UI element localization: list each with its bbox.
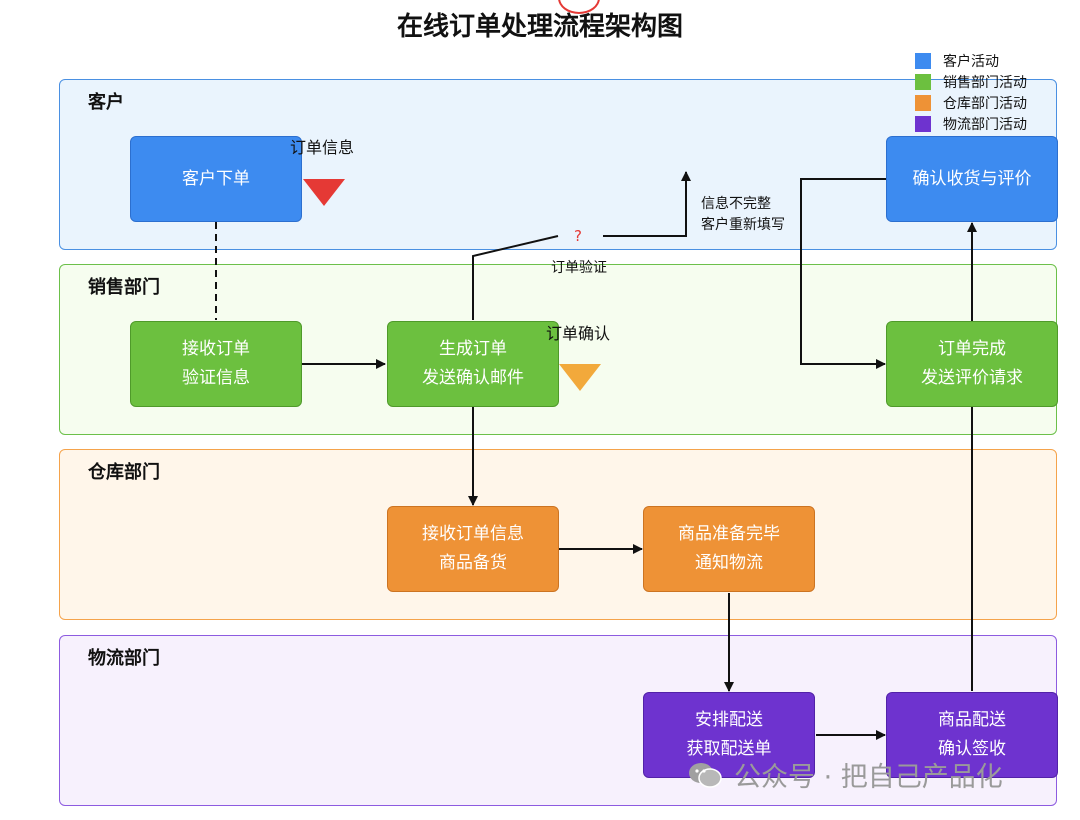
legend-label-sales: 销售部门活动 [943,74,1027,91]
legend-swatch-sales [915,73,931,90]
node-deliver-goods: 商品配送 确认签收 [886,692,1058,778]
node-receive-order-line1: 接收订单 [182,339,250,359]
node-order-complete: 订单完成 发送评价请求 [886,321,1058,407]
wechat-icon [689,762,722,788]
lane-label-customer: 客户 [88,92,124,113]
node-arrange-delivery: 安排配送 获取配送单 [643,692,815,778]
node-goods-ready: 商品准备完毕 通知物流 [643,506,815,592]
node-generate-order-line1: 生成订单 [439,339,507,359]
node-receive-order-line2: 验证信息 [182,368,250,388]
label-incomplete-line2: 客户重新填写 [701,217,785,233]
edge-confirm-to-complete [800,178,886,369]
node-receive-order: 接收订单 验证信息 [130,321,302,407]
lane-label-sales: 销售部门 [88,277,160,298]
legend-item-logistics: 物流部门活动 [915,113,1027,134]
edge-generate-to-verify [472,235,559,320]
legend-item-warehouse: 仓库部门活动 [915,92,1027,113]
node-receive-order-info-line1: 接收订单信息 [422,524,524,544]
label-incomplete-line1: 信息不完整 [701,196,771,212]
legend-swatch-logistics [915,115,931,132]
diagram-title: 在线订单处理流程架构图 [396,12,683,42]
label-question-mark: ? [574,227,582,245]
node-generate-order-line2: 发送确认邮件 [422,368,524,388]
node-deliver-goods-line1: 商品配送 [938,710,1006,730]
node-confirm-receipt: 确认收货与评价 [886,136,1058,222]
node-place-order-line1: 客户下单 [182,168,250,189]
label-order-verify: 订单验证 [551,260,607,276]
watermark: 公众号 · 把自己产品化 [688,755,1003,794]
node-goods-ready-line2: 通知物流 [695,553,763,573]
legend-label-customer: 客户活动 [943,53,999,70]
red-triangle-marker [303,179,345,206]
watermark-text: 公众号 · 把自己产品化 [734,762,1003,793]
node-goods-ready-line1: 商品准备完毕 [678,524,780,544]
node-generate-order: 生成订单 发送确认邮件 [387,321,559,407]
legend-item-sales: 销售部门活动 [915,71,1027,92]
lane-label-warehouse: 仓库部门 [88,462,160,483]
node-place-order: 客户下单 [130,136,302,222]
legend-swatch-warehouse [915,94,931,111]
legend-label-logistics: 物流部门活动 [943,116,1027,133]
edge-incomplete-return [603,171,691,237]
orange-triangle-marker [559,364,601,391]
legend: 客户活动 销售部门活动 仓库部门活动 物流部门活动 [915,50,1027,134]
node-order-complete-line2: 发送评价请求 [921,368,1023,388]
lane-label-logistics: 物流部门 [88,648,160,669]
node-confirm-receipt-line1: 确认收货与评价 [912,168,1032,189]
node-arrange-delivery-line1: 安排配送 [695,710,763,730]
legend-label-warehouse: 仓库部门活动 [943,95,1027,112]
node-deliver-goods-line2: 确认签收 [938,739,1006,759]
node-arrange-delivery-line2: 获取配送单 [686,739,772,759]
node-receive-order-info: 接收订单信息 商品备货 [387,506,559,592]
legend-item-customer: 客户活动 [915,50,1027,71]
label-order-confirm: 订单确认 [546,324,611,343]
node-order-complete-line1: 订单完成 [938,339,1006,359]
label-order-info: 订单信息 [290,138,355,157]
node-receive-order-info-line2: 商品备货 [439,553,507,573]
legend-swatch-customer [915,52,931,69]
